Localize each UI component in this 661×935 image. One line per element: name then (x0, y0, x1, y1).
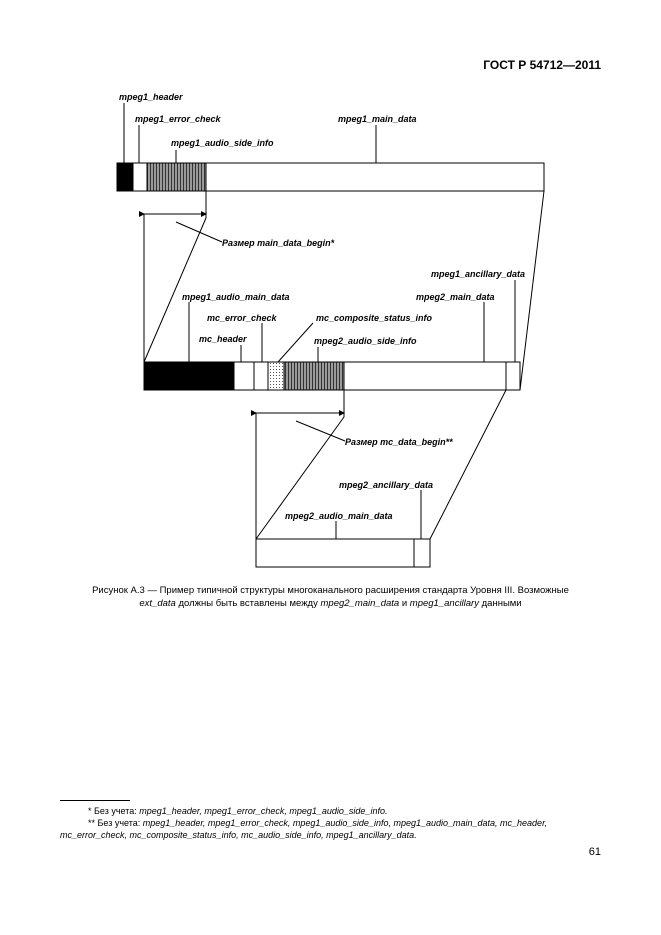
mc-error-check-block (253, 361, 269, 391)
label-size-mc-data-begin: Размер mc_data_begin** (345, 437, 453, 447)
caption-line1: Рисунок А.3 — Пример типичной структуры … (92, 585, 569, 596)
caption-line2: ext_data должны быть вставлены между mpe… (60, 597, 601, 610)
label-mpeg1-audio-side-info: mpeg1_audio_side_info (171, 138, 274, 148)
caption-end: данными (478, 598, 522, 609)
document-header: ГОСТ Р 54712—2011 (483, 58, 601, 72)
caption-mid1: должны быть вставлены между (175, 598, 321, 609)
caption-mid2: и (399, 598, 410, 609)
footnote-1-text: mpeg1_header, mpeg1_error_check, mpeg1_a… (139, 806, 388, 816)
level3-frame (255, 538, 431, 568)
footnote-1-lead: * Без учета: (88, 806, 140, 816)
figure-caption: Рисунок А.3 — Пример типичной структуры … (60, 584, 601, 610)
footnote-2-text: mpeg1_header, mpeg1_error_check, mpeg1_a… (60, 818, 548, 840)
label-mpeg2-audio-main-data: mpeg2_audio_main_data (285, 511, 393, 521)
mpeg2-audio-main-data-block (255, 538, 431, 568)
mpeg2-audio-side-info-block (283, 361, 345, 391)
caption-ext-data: ext_data (139, 598, 176, 609)
label-mpeg1-header: mpeg1_header (119, 92, 183, 102)
label-mc-composite-status-info: mc_composite_status_info (316, 313, 433, 323)
level2-frame (143, 361, 521, 391)
mc-composite-status-info-block (267, 361, 285, 391)
mc-header-block (233, 361, 255, 391)
label-mpeg1-ancillary-data: mpeg1_ancillary_data (431, 269, 525, 279)
footnote-2: ** Без учета: mpeg1_header, mpeg1_error_… (60, 817, 605, 841)
footnote-divider (60, 800, 130, 801)
label-mpeg1-main-data: mpeg1_main_data (338, 114, 417, 124)
label-mpeg2-audio-side-info: mpeg2_audio_side_info (314, 336, 417, 346)
mpeg1-ancillary-data-block (505, 361, 521, 391)
mpeg1-header-block (116, 162, 134, 192)
label-mc-header: mc_header (199, 334, 247, 344)
level1-frame (116, 162, 545, 192)
label-size-main-data-begin: Размер main_data_begin* (222, 238, 335, 248)
label-mpeg2-main-data: mpeg2_main_data (416, 292, 495, 302)
mpeg2-ancillary-data-block (413, 538, 431, 568)
caption-mpeg2-main-data: mpeg2_main_data (320, 598, 400, 609)
mpeg1-audio-main-data-block (143, 361, 235, 391)
label-mpeg1-error-check: mpeg1_error_check (135, 114, 222, 124)
mpeg1-error-check-block (132, 162, 148, 192)
label-mc-error-check: mc_error_check (207, 313, 278, 323)
label-mpeg1-audio-main-data: mpeg1_audio_main_data (182, 292, 290, 302)
page-number: 61 (588, 846, 601, 858)
mpeg1-audio-side-info-block (146, 162, 207, 192)
footnote-2-lead: ** Без учета: (88, 818, 143, 828)
footnote-1: * Без учета: mpeg1_header, mpeg1_error_c… (60, 805, 605, 817)
label-mpeg2-ancillary-data: mpeg2_ancillary_data (339, 480, 433, 490)
caption-mpeg1-ancillary: mpeg1_ancillary (409, 598, 479, 609)
bitstream-structure-diagram: mpeg1_header mpeg1_error_check mpeg1_aud… (116, 92, 545, 568)
